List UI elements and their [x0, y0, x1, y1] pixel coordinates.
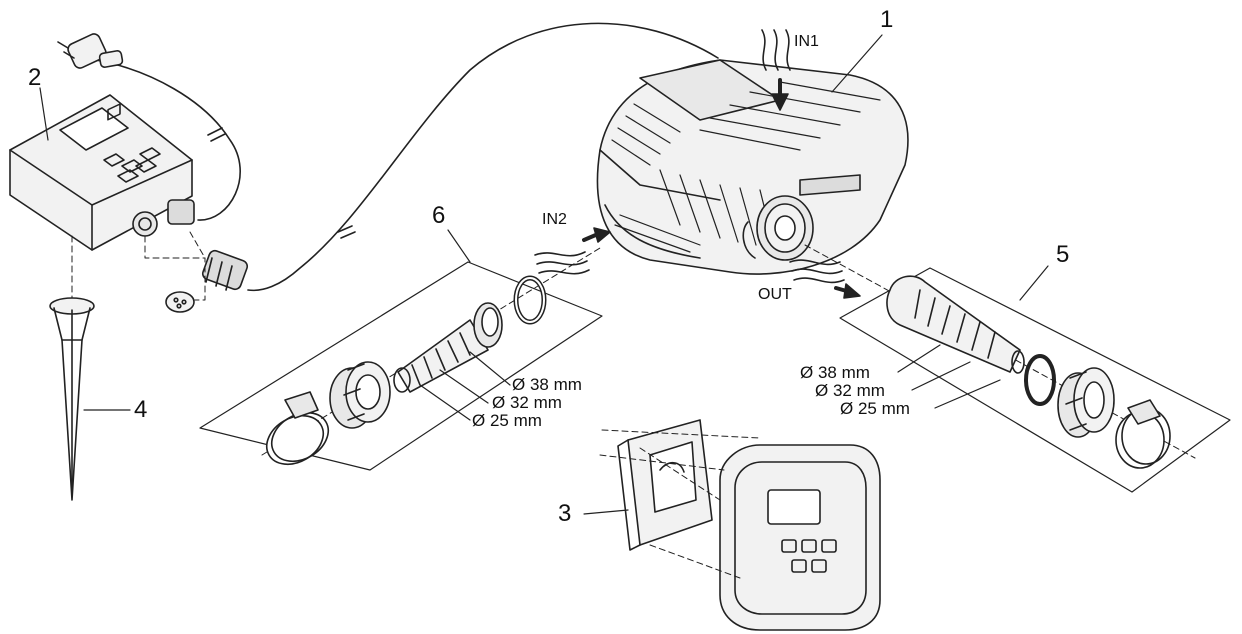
pump-outlet — [742, 195, 814, 261]
pump-body — [596, 59, 909, 275]
dim-right-32: Ø 32 mm — [815, 381, 885, 400]
in1-flow-arrows — [761, 29, 791, 111]
dim-left-32: Ø 32 mm — [492, 393, 562, 412]
hose-clamp-right — [1115, 399, 1171, 469]
hose-adapter-left — [393, 302, 503, 393]
pump-cable — [247, 22, 719, 292]
controller-front — [719, 444, 881, 631]
leader-5 — [1019, 265, 1049, 301]
in2-flow-arrows — [534, 227, 611, 275]
callout-1: 1 — [880, 6, 894, 33]
label-in1: IN1 — [794, 33, 819, 50]
callout-2: 2 — [28, 64, 42, 91]
callout-3: 3 — [558, 500, 572, 527]
cable-connector — [201, 249, 249, 291]
o-ring-left — [513, 275, 547, 325]
leader-1 — [831, 34, 883, 93]
callout-5: 5 — [1056, 241, 1070, 268]
leader-2 — [39, 87, 49, 141]
o-ring-right — [1024, 354, 1056, 406]
kit-6-box — [199, 261, 603, 471]
leader-6 — [447, 229, 471, 263]
dim-right-25: Ø 25 mm — [840, 399, 910, 418]
label-in2: IN2 — [542, 211, 567, 228]
out-flow-arrows — [789, 259, 861, 299]
callout-6: 6 — [432, 202, 446, 229]
dim-left-25: Ø 25 mm — [472, 411, 542, 430]
union-nut-left — [329, 361, 391, 429]
union-nut-right — [1057, 367, 1115, 438]
dim-right-38: Ø 38 mm — [800, 363, 870, 382]
wall-bracket — [617, 419, 713, 551]
hose-clamp-left — [265, 391, 330, 466]
dim-left-38: Ø 38 mm — [512, 375, 582, 394]
hose-adapter-right — [886, 275, 1025, 374]
callout-4: 4 — [134, 396, 148, 423]
controller-unit — [9, 94, 195, 251]
power-cable — [95, 59, 241, 221]
leader-3 — [583, 509, 629, 515]
ground-spike — [49, 297, 95, 501]
label-out: OUT — [758, 286, 792, 303]
mains-plug — [57, 33, 124, 69]
connector-seal — [165, 291, 195, 313]
